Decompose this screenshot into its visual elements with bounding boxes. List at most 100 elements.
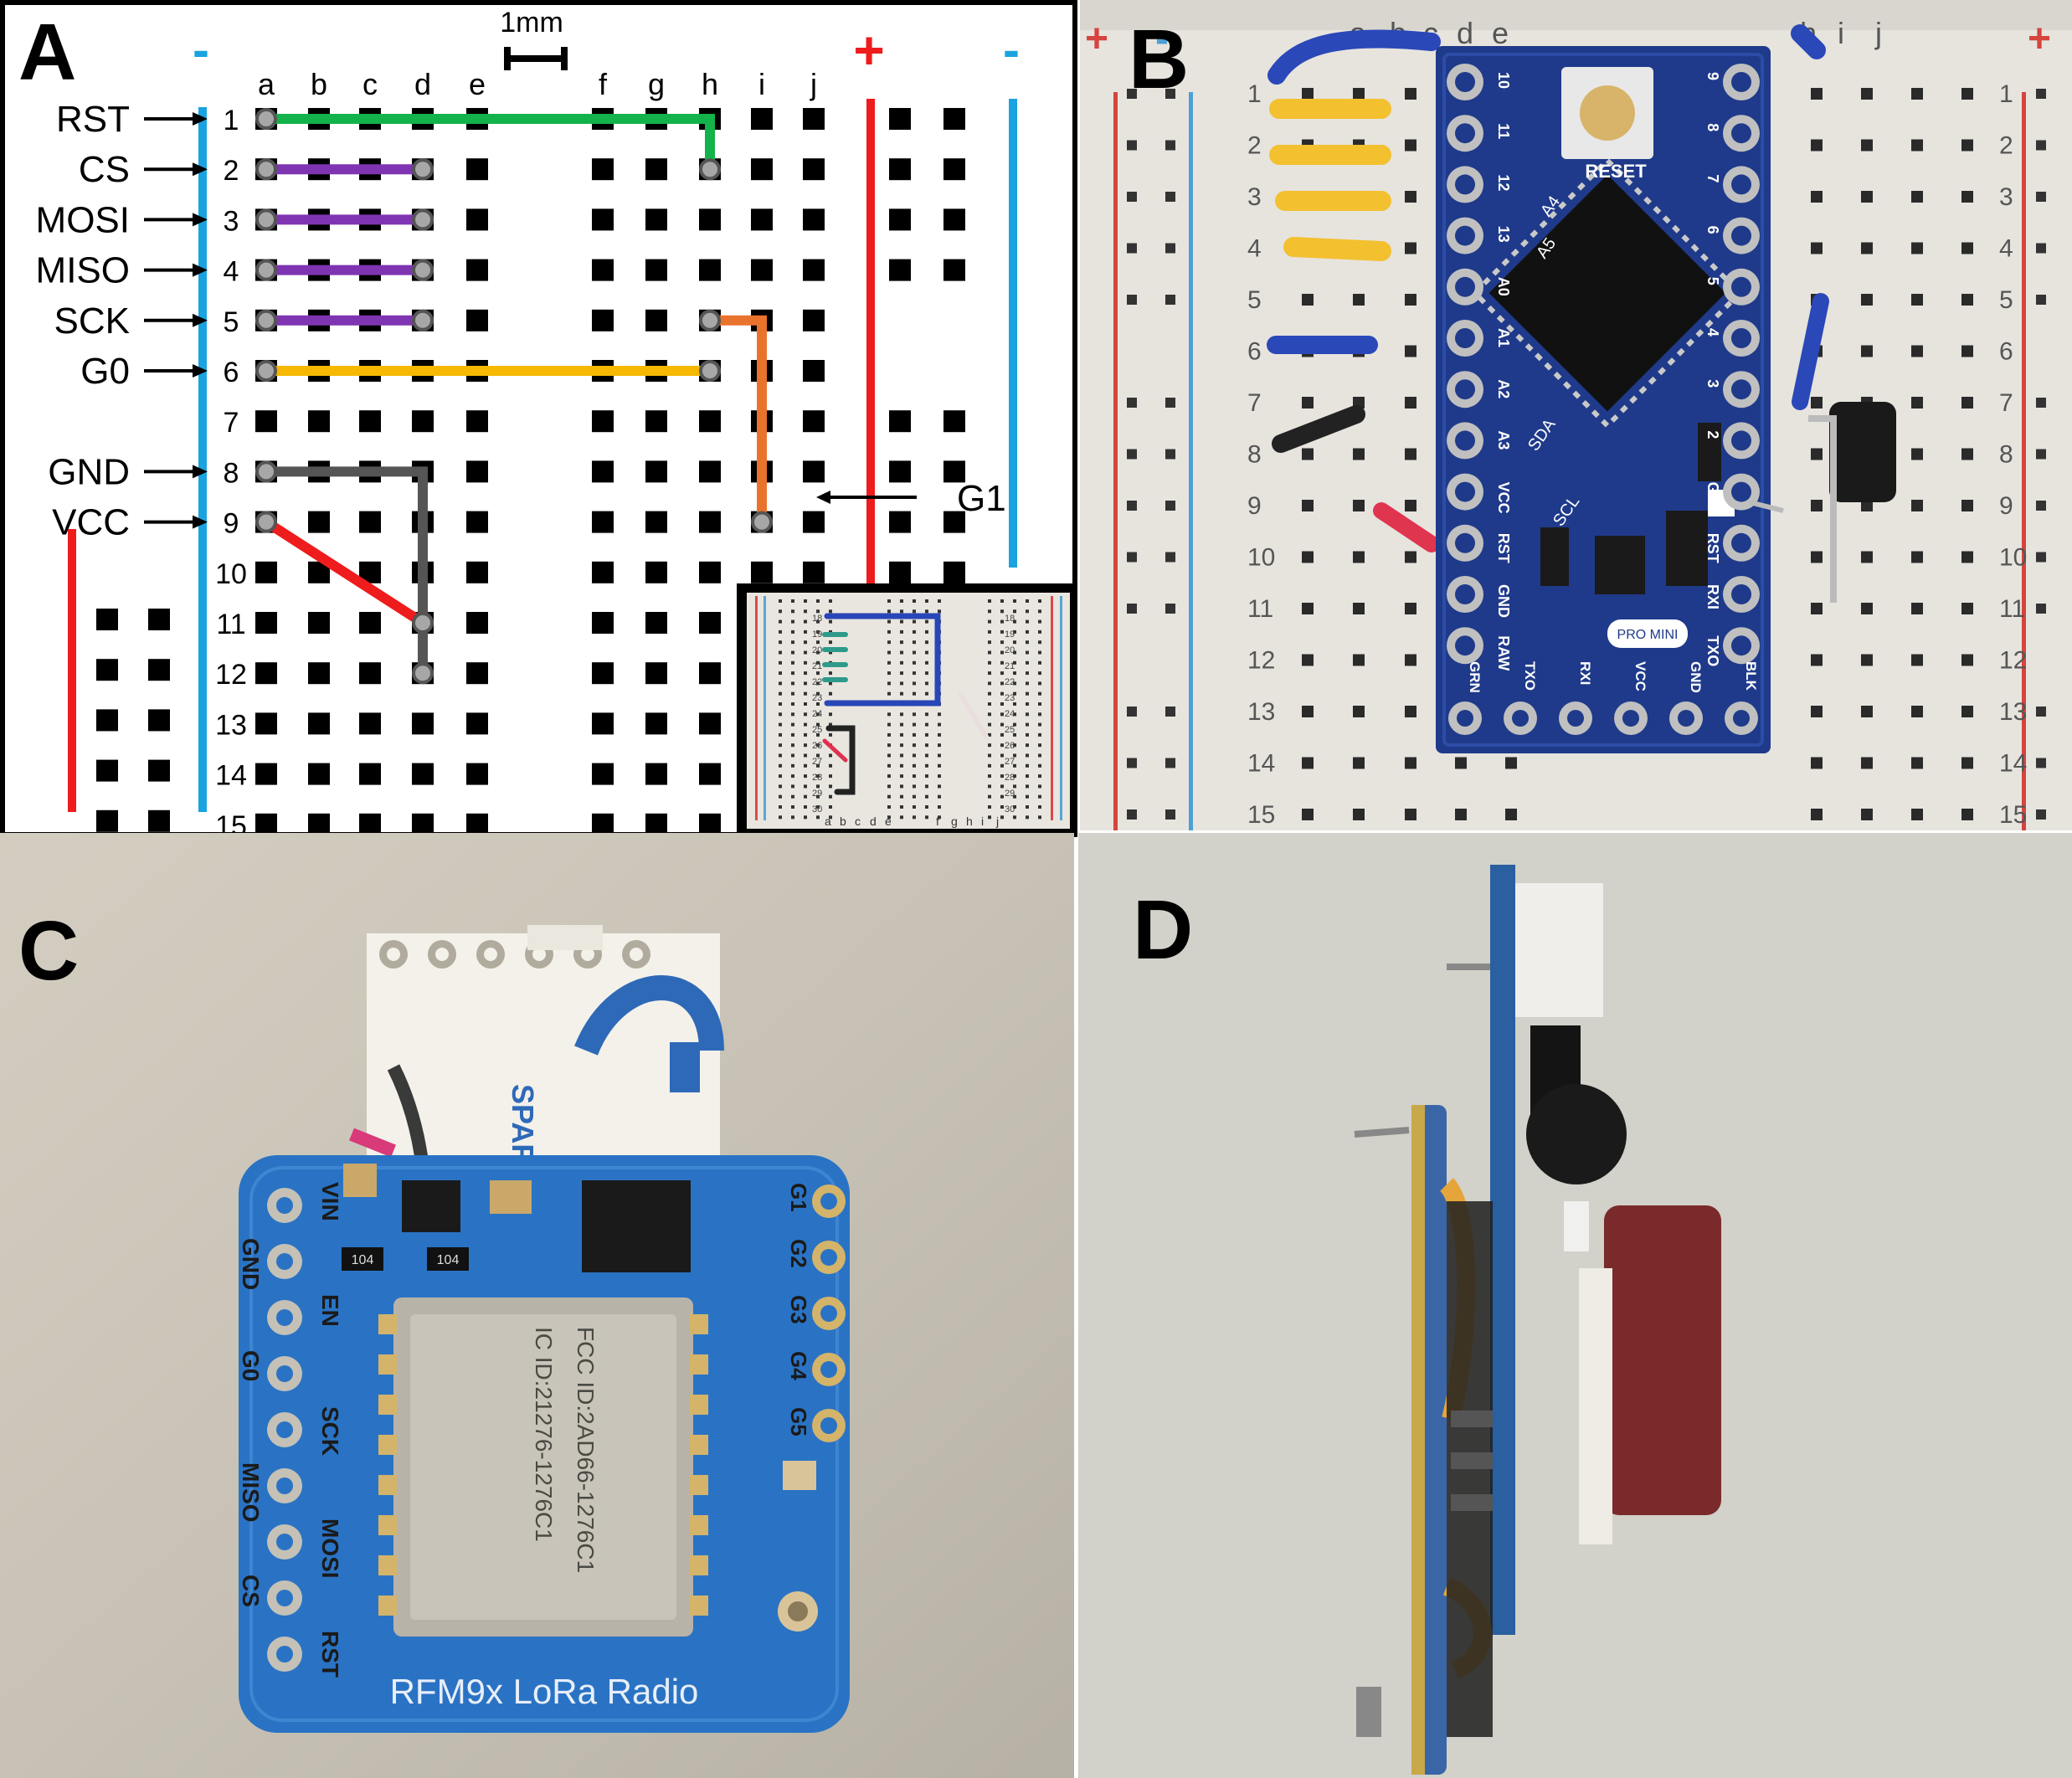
photo-hole — [1405, 294, 1416, 306]
breadboard-hole — [359, 763, 381, 785]
inset-hole — [804, 629, 807, 634]
arrow-right-icon — [193, 112, 208, 126]
inset-hole — [816, 794, 820, 799]
breadboard-hole — [592, 763, 614, 785]
stack-side-view-photo: D — [1078, 833, 2072, 1778]
photo-column-letter: e — [1492, 16, 1509, 50]
photo-hole — [1861, 345, 1873, 357]
photo-row-number: 15 — [1247, 801, 1275, 829]
photo-hole — [1861, 603, 1873, 614]
pro-mini-bottom-pin-label: GRN — [1467, 661, 1483, 693]
photo-hole — [1861, 654, 1873, 666]
lora-pad-hole — [276, 1253, 293, 1270]
wire-endpoint — [255, 259, 277, 281]
inset-hole — [816, 660, 820, 665]
inset-hole — [900, 609, 903, 614]
photo-hole — [1405, 191, 1416, 203]
inset-hole — [829, 629, 832, 634]
photo-row-number-right: 13 — [1999, 698, 2027, 726]
inset-hole — [938, 784, 941, 789]
rail-hole — [889, 460, 911, 483]
photo-hole — [1302, 294, 1314, 306]
inset-row-number: 29 — [812, 789, 822, 799]
breadboard-hole — [255, 410, 277, 433]
pro-mini-right-pin-label: 6 — [1704, 226, 1721, 234]
right-minus-sign: - — [1003, 22, 1020, 78]
inset-hole — [1013, 784, 1016, 789]
breadboard-hole — [803, 511, 825, 533]
breadboard-hole — [255, 763, 277, 785]
inset-hole — [1038, 660, 1041, 665]
pin-label-miso: MISO — [36, 250, 130, 291]
connector — [1515, 883, 1603, 1017]
rail-hole — [889, 108, 911, 130]
inset-hole — [1000, 794, 1004, 799]
photo-hole — [1405, 654, 1416, 666]
inset-hole — [1026, 784, 1029, 789]
inset-hole — [816, 743, 820, 748]
inset-hole — [1026, 640, 1029, 645]
inset-hole — [913, 691, 916, 696]
inset-hole — [1013, 681, 1016, 686]
photo-hole — [1353, 706, 1365, 717]
inset-hole — [791, 722, 794, 727]
photo-hole — [1861, 551, 1873, 563]
inset-hole — [925, 753, 928, 758]
breadboard-hole — [803, 460, 825, 483]
inset-row-number: 21 — [812, 661, 822, 671]
breadboard-hole — [751, 208, 773, 231]
inset-wires — [822, 613, 989, 795]
inset-hole — [900, 599, 903, 603]
inset-hole — [925, 712, 928, 717]
breadboard-hole — [645, 813, 667, 835]
inset-column-letter: j — [995, 814, 999, 828]
inset-hole — [829, 753, 832, 758]
rst-wire — [266, 114, 715, 170]
row-number: 2 — [224, 155, 239, 187]
photo-hole — [1353, 448, 1365, 460]
inset-hole — [804, 691, 807, 696]
inset-hole — [816, 722, 820, 727]
rail-hole — [943, 572, 965, 585]
inset-hole — [1026, 815, 1029, 820]
inset-hole — [816, 774, 820, 779]
pro-mini-right-pin-label: 5 — [1704, 277, 1721, 285]
photo-hole — [1861, 706, 1873, 717]
inset-row-number-right: 30 — [1005, 804, 1015, 814]
inset-hole — [779, 784, 782, 789]
breadboard-hole — [751, 561, 773, 583]
wire-endpoint — [699, 360, 721, 382]
inset-hole — [1013, 691, 1016, 696]
lora-left-pin-label: MISO — [238, 1462, 264, 1523]
inset-hole — [1000, 753, 1004, 758]
photo-row-number-right: 7 — [1999, 389, 2013, 417]
breadboard-hole — [308, 511, 330, 533]
inset-hole — [887, 660, 891, 665]
inset-hole — [1000, 650, 1004, 655]
inset-hole — [1013, 619, 1016, 624]
inset-hole — [779, 660, 782, 665]
photo-row-number-right: 14 — [1999, 750, 2027, 778]
lora-left-pin-label: CS — [238, 1575, 264, 1607]
photo-hole — [1811, 191, 1823, 203]
inset-hole — [900, 629, 903, 634]
photo-rail-hole — [1127, 707, 1137, 717]
inset-hole — [791, 691, 794, 696]
photo-row-number: 1 — [1247, 80, 1262, 108]
inset-hole — [816, 640, 820, 645]
inset-hole — [887, 732, 891, 737]
photo-hole — [1911, 706, 1923, 717]
inset-hole — [887, 619, 891, 624]
inset-hole — [925, 691, 928, 696]
inset-hole — [988, 599, 991, 603]
breakout-pad-hole — [532, 948, 546, 961]
row-number: 11 — [216, 609, 245, 640]
photo-hole — [1961, 757, 1973, 769]
lora-pad-hole — [276, 1309, 293, 1326]
pad-hole — [1731, 328, 1751, 348]
photo-hole — [1861, 500, 1873, 511]
